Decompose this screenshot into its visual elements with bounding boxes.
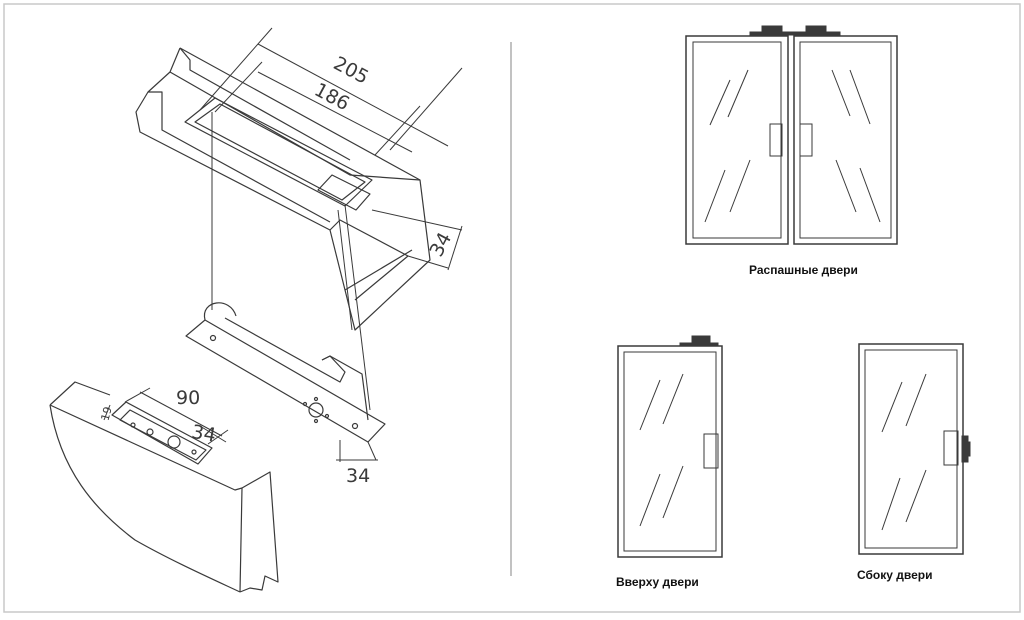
lock-mounting-drawing xyxy=(49,27,463,593)
top-door xyxy=(617,345,723,558)
door-frame-profile xyxy=(135,47,431,331)
swing-door-right xyxy=(793,35,898,245)
projection-line-mid xyxy=(337,209,353,331)
swing-lock-top xyxy=(749,25,841,36)
dim-34-top: 34 xyxy=(425,229,456,261)
top-door-lock xyxy=(679,335,719,347)
swing-door-left xyxy=(685,35,789,245)
door-schemes xyxy=(617,25,971,558)
caption-side-door: Сбоку двери xyxy=(857,568,933,582)
door-leaf xyxy=(49,381,279,593)
mount-hole-left xyxy=(209,334,217,342)
dim-186: 186 xyxy=(311,79,353,115)
dim-34-plate: 34 xyxy=(346,465,370,487)
side-door-lock xyxy=(961,435,971,463)
dim-19: 19 xyxy=(99,405,115,422)
mount-hole-right xyxy=(351,422,359,430)
dim-205: 205 xyxy=(330,52,372,88)
center-hole xyxy=(308,402,324,418)
dim-90: 90 xyxy=(176,387,200,409)
outer-border xyxy=(3,3,1021,613)
caption-swing-doors: Распашные двери xyxy=(749,263,858,277)
dim-34-bracket: 34 xyxy=(190,421,218,447)
dimension-lines-top xyxy=(199,27,463,271)
side-door xyxy=(858,343,964,555)
projection-line-right xyxy=(344,204,371,411)
lock-plate xyxy=(185,302,386,462)
caption-top-door: Вверху двери xyxy=(616,575,699,589)
